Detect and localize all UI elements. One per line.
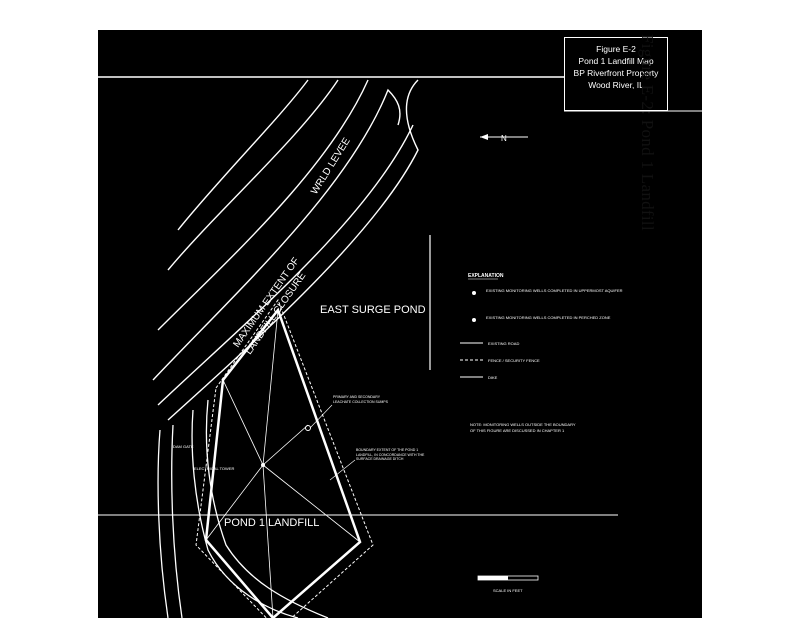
callout-boundary-text: BOUNDARY EXTENT OF THE POND 1 LANDFILL, … xyxy=(356,448,425,461)
north-label: N xyxy=(501,134,507,143)
levee-label: WRLD LEVEE xyxy=(309,136,353,197)
scale-bar: SCALE IN FEET xyxy=(477,575,539,593)
legend-item-dike: DIKE xyxy=(488,375,498,380)
title-line-4: Wood River, IL xyxy=(588,80,644,90)
note-text: NOTE: MONITORING WELLS OUTSIDE THE BOUND… xyxy=(470,422,576,433)
landfill-ditch xyxy=(195,298,374,618)
legend-item-wells-aquifer: EXISTING MONITORING WELLS COMPLETED IN U… xyxy=(486,288,623,293)
north-arrow: N xyxy=(480,134,528,143)
scale-label: SCALE IN FEET xyxy=(493,588,523,593)
legend-title: EXPLANATION xyxy=(468,273,504,279)
legend-item-fence: FENCE / SECURITY FENCE xyxy=(488,358,540,363)
pond-1-landfill-label: POND 1 LANDFILL xyxy=(224,517,319,529)
title-line-3: BP Riverfront Property xyxy=(573,68,659,78)
monitoring-well-marker xyxy=(305,425,311,431)
electrical-tower-label: ELECTRICAL TOWER xyxy=(194,466,234,471)
title-line-2: Pond 1 Landfill Map xyxy=(578,56,654,66)
callout-sumps: PRIMARY AND SECONDARY LEACHATE COLLECTIO… xyxy=(333,395,388,404)
title-line-1: Figure E-2 xyxy=(596,44,636,54)
title-block: Figure E-2 Pond 1 Landfill Map BP Riverf… xyxy=(564,37,668,111)
east-surge-pond-label: EAST SURGE POND xyxy=(320,304,426,316)
site-plan-drawing: EAST SURGE POND POND 1 LANDFILL MAXIMUM … xyxy=(98,76,702,618)
landfill-boundary xyxy=(204,307,362,618)
legend-item-road: EXISTING ROAD xyxy=(488,341,519,346)
legend-perched-symbol xyxy=(472,318,476,322)
levee-contours xyxy=(152,79,419,421)
callout-leader-2 xyxy=(329,459,356,481)
callout-boundary: BOUNDARY EXTENT OF THE POND 1 LANDFILL, … xyxy=(356,448,425,461)
dam-gate-label: DAM GATE xyxy=(173,444,194,449)
access-road xyxy=(157,399,329,618)
sump-point xyxy=(261,463,265,467)
legend-well-symbol xyxy=(472,291,476,295)
callout-sumps-text: PRIMARY AND SECONDARY LEACHATE COLLECTIO… xyxy=(333,395,388,404)
figure-caption-container: Figure E-2: Pond 1 Landfill xyxy=(629,34,669,334)
callout-leader-1 xyxy=(309,404,333,429)
figure-caption: Figure E-2: Pond 1 Landfill xyxy=(638,34,657,231)
legend: EXPLANATION EXISTING MONITORING WELLS CO… xyxy=(460,273,623,380)
landfill-grid xyxy=(205,309,361,618)
map-sheet: EAST SURGE POND POND 1 LANDFILL MAXIMUM … xyxy=(98,30,702,618)
legend-item-wells-perched: EXISTING MONITORING WELLS COMPLETED IN P… xyxy=(486,315,611,320)
note-block: NOTE: MONITORING WELLS OUTSIDE THE BOUND… xyxy=(470,422,576,433)
